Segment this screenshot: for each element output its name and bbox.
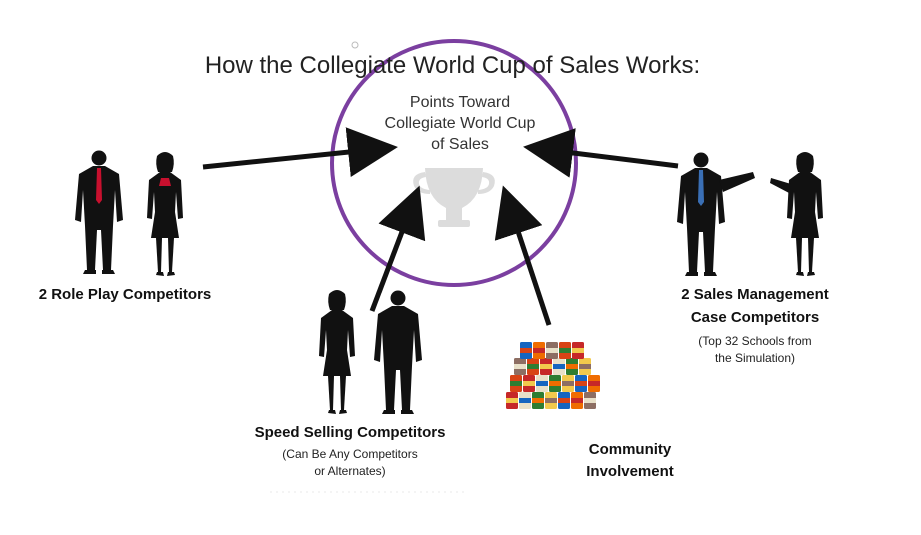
food-cans-icon	[506, 342, 600, 409]
center-caption-line: of Sales	[431, 136, 489, 153]
role-play-label: 2 Role Play Competitors	[38, 286, 212, 303]
food-can-label	[572, 348, 584, 353]
food-can-label	[527, 364, 539, 369]
arrow-community	[494, 185, 552, 326]
arrow-sales-management	[523, 128, 679, 178]
sales-management-label: Case Competitors	[690, 309, 820, 326]
community-label: Community	[588, 441, 672, 458]
community-label: Involvement	[586, 463, 674, 480]
food-can-label	[571, 398, 583, 403]
food-can-label	[558, 398, 570, 403]
food-can-label	[579, 364, 591, 369]
food-can-label	[588, 381, 600, 386]
center-caption-line: Collegiate World Cup	[384, 115, 536, 132]
businessman-icon	[374, 290, 422, 414]
food-can-label	[514, 364, 526, 369]
businesswoman-icon	[770, 152, 823, 276]
sales-management-sublabel: the Simulation)	[714, 351, 796, 365]
businesswoman-icon	[319, 290, 355, 414]
food-can-label	[540, 364, 552, 369]
sales-management-sublabel: (Top 32 Schools from	[698, 334, 812, 348]
food-can-label	[536, 381, 548, 386]
center-caption-line: Points Toward	[409, 94, 511, 111]
food-can-label	[549, 381, 561, 386]
food-can-label	[533, 348, 545, 353]
food-can-label	[506, 398, 518, 403]
small-dot-decoration	[351, 41, 359, 49]
food-can-label	[553, 364, 565, 369]
food-can-label	[545, 398, 557, 403]
food-can-label	[546, 348, 558, 353]
food-can-label	[520, 348, 532, 353]
food-can-label	[584, 398, 596, 403]
food-can-label	[532, 398, 544, 403]
arrows	[202, 127, 679, 326]
page-title: How the Collegiate World Cup of Sales Wo…	[204, 52, 701, 79]
businessman-icon	[75, 150, 123, 274]
food-can-label	[562, 381, 574, 386]
food-can-label	[575, 381, 587, 386]
role-play-figures	[75, 150, 183, 276]
sales-management-label: 2 Sales Management	[681, 286, 829, 303]
food-can-label	[510, 381, 522, 386]
center-caption: Points Toward Collegiate World Cup of Sa…	[360, 92, 560, 155]
sales-management-figures	[677, 152, 823, 276]
food-can-label	[566, 364, 578, 369]
speed-selling-sublabel: or Alternates)	[314, 464, 386, 478]
arrow-speed-selling	[369, 185, 426, 312]
speed-selling-label: Speed Selling Competitors	[254, 424, 446, 441]
food-can-label	[523, 381, 535, 386]
trophy-icon	[413, 168, 495, 227]
speed-selling-sublabel: (Can Be Any Competitors	[282, 447, 418, 461]
center-circle	[330, 39, 578, 287]
food-can-label	[559, 348, 571, 353]
food-can-label	[519, 398, 531, 403]
businesswoman-icon	[147, 152, 183, 276]
arrow-role-play	[202, 127, 398, 177]
businessman-icon	[677, 152, 755, 276]
